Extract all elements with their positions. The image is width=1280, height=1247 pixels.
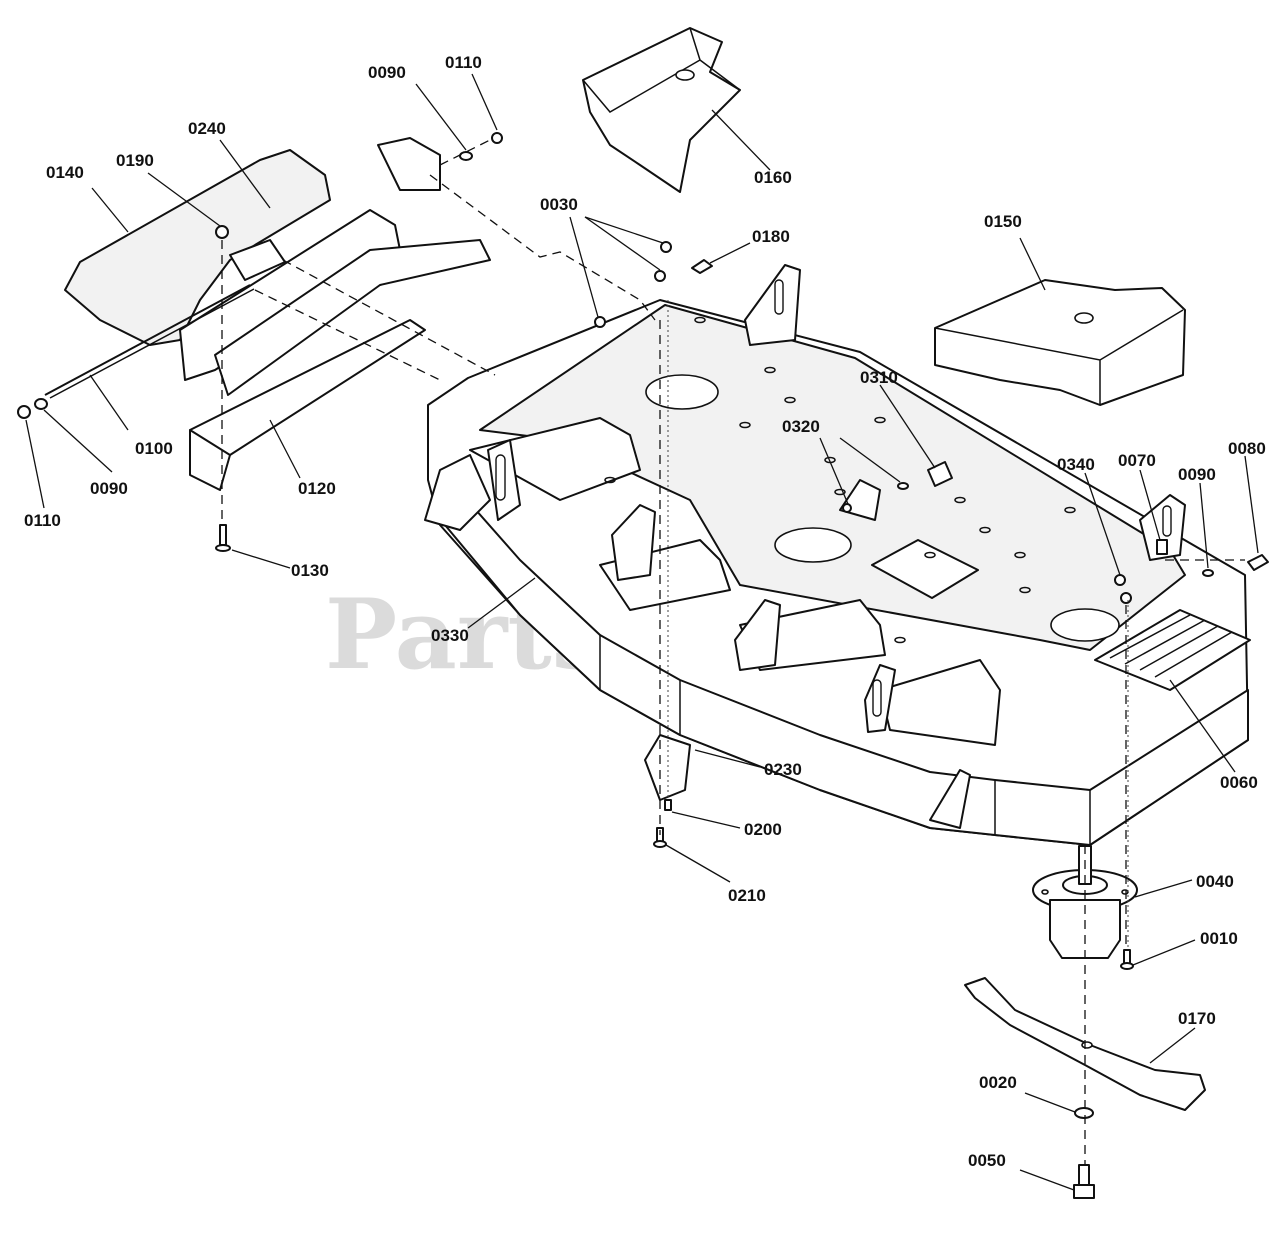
rear-bumper-assembly <box>44 137 491 491</box>
callout-0160[interactable]: 0160 <box>754 168 792 187</box>
callout-0060[interactable]: 0060 <box>1220 773 1258 792</box>
callout-0170[interactable]: 0170 <box>1178 1009 1216 1028</box>
callout-0020[interactable]: 0020 <box>979 1073 1017 1092</box>
leader-lines <box>25 73 1259 1191</box>
callout-0030[interactable]: 0030 <box>540 195 578 214</box>
callout-0230[interactable]: 0230 <box>764 760 802 779</box>
callout-0310[interactable]: 0310 <box>860 368 898 387</box>
callout-0190[interactable]: 0190 <box>116 151 154 170</box>
callout-0110-top[interactable]: 0110 <box>445 53 482 72</box>
callout-0070[interactable]: 0070 <box>1118 451 1156 470</box>
callout-0110-left[interactable]: 0110 <box>24 511 61 530</box>
callout-0120[interactable]: 0120 <box>298 479 336 498</box>
assembly-lines <box>221 139 1245 1165</box>
callout-0140[interactable]: 0140 <box>46 163 84 182</box>
callout-0090-top[interactable]: 0090 <box>368 63 406 82</box>
callout-0200[interactable]: 0200 <box>744 820 782 839</box>
callout-labels: 0090 0110 0240 0190 0140 0160 0030 0180 … <box>24 53 1266 1170</box>
mower-deck-part <box>424 264 1251 846</box>
callout-0210[interactable]: 0210 <box>728 886 766 905</box>
callout-0180[interactable]: 0180 <box>752 227 790 246</box>
callout-0010[interactable]: 0010 <box>1200 929 1238 948</box>
callout-0130[interactable]: 0130 <box>291 561 329 580</box>
callout-0100[interactable]: 0100 <box>135 439 173 458</box>
callout-0050[interactable]: 0050 <box>968 1151 1006 1170</box>
callout-0240[interactable]: 0240 <box>188 119 226 138</box>
callout-0320[interactable]: 0320 <box>782 417 820 436</box>
callout-0150[interactable]: 0150 <box>984 212 1022 231</box>
callout-0090-left[interactable]: 0090 <box>90 479 128 498</box>
callout-0080[interactable]: 0080 <box>1228 439 1266 458</box>
belt-cover-part-0150 <box>934 279 1186 406</box>
callout-0330[interactable]: 0330 <box>431 626 469 645</box>
callout-0040[interactable]: 0040 <box>1196 872 1234 891</box>
belt-cover-part-0160 <box>582 27 741 193</box>
bumper-rod-part <box>44 284 251 396</box>
callout-0340[interactable]: 0340 <box>1057 455 1095 474</box>
callout-0090-right[interactable]: 0090 <box>1178 465 1216 484</box>
